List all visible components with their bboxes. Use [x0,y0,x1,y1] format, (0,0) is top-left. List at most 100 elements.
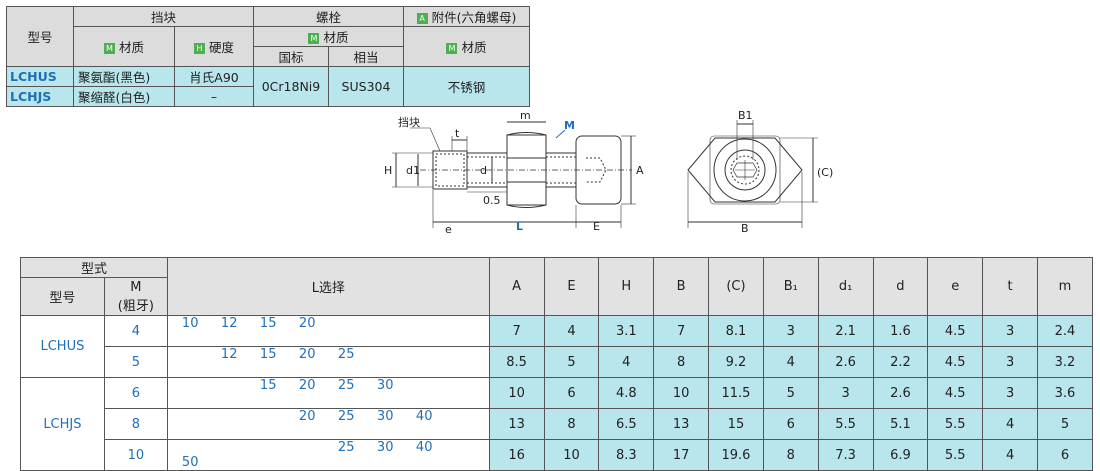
attachment-label: 附件(六角螺母) [431,10,517,25]
l-option: 30 [376,409,394,424]
half-label: 0.5 [483,194,501,207]
value-cell: 10 [543,439,600,471]
m-label: m [520,110,531,122]
tag-m-icon: M [446,43,458,54]
e-label: e [445,223,452,235]
bolt-equivalent-cell: SUS304 [328,66,404,107]
value-cell: 17 [653,439,710,471]
model-header: 型号 [6,6,74,67]
value-cell: 5 [762,377,819,409]
B1-label: B1 [738,110,753,122]
value-cell: 4.8 [598,377,655,409]
bolt-material-label: 材质 [323,30,349,45]
model-header: 型号 [20,277,105,316]
tag-m-icon: M [103,43,115,54]
col-header: d [872,257,929,316]
value-cell: 10 [488,377,545,409]
value-cell: 10 [653,377,710,409]
value-cell: 8 [543,408,600,440]
value-cell: 7 [488,315,545,347]
m-cell: 6 [103,377,168,409]
model-code: LCHUS [6,66,74,87]
A-label: A [636,164,644,177]
value-cell: 9.2 [708,346,764,378]
value-cell: 6 [1037,439,1093,471]
value-cell: 6.5 [598,408,655,440]
value-cell: 5.5 [927,408,984,440]
block-header: 挡块 [73,6,254,27]
equivalent-header: 相当 [328,46,404,67]
model-group-cell: LCHUS [20,315,105,378]
value-cell: 7.3 [817,439,874,471]
value-cell: 11.5 [708,377,764,409]
col-header: B [653,257,710,316]
l-option: 20 [298,409,316,424]
C-label: (C) [817,166,833,179]
model-code: LCHJS [6,86,74,107]
value-cell: 3.6 [1037,377,1093,409]
block-label: 挡块 [398,115,420,129]
value-cell: 8.1 [708,315,764,347]
value-cell: 3.2 [1037,346,1093,378]
L-label: L [516,220,523,233]
col-header: (C) [708,257,764,316]
value-cell: 8 [653,346,710,378]
l-option: 15 [259,316,277,331]
value-cell: 4.5 [927,315,984,347]
E-label: E [593,220,600,233]
l-option: 12 [220,316,238,331]
l-option: 20 [298,316,316,331]
value-cell: 2.4 [1037,315,1093,347]
bolt-national-cell: 0Cr18Ni9 [253,66,329,107]
l-option: 20 [298,378,316,393]
l-option: 12 [220,347,238,362]
value-cell: 5.5 [927,439,984,471]
l-option: 50 [181,455,199,470]
hardness-cell: 肖氏A90 [174,66,254,87]
tag-m-icon: M [308,33,320,44]
value-cell: 5.5 [817,408,874,440]
value-cell: 13 [653,408,710,440]
block-material-cell: 聚缩醛(白色) [73,86,175,107]
bolt-drawing: 挡块 t m M H d1 d A 0.5 e L E B1 (C) B [384,110,833,235]
value-cell: 4 [543,315,600,347]
t-label: t [455,127,460,140]
l-option: 40 [415,440,433,455]
value-cell: 2.6 [872,377,929,409]
m-cell: 4 [103,315,168,347]
block-material-cell: 聚氨酯(黑色) [73,66,175,87]
value-cell: 2.6 [817,346,874,378]
block-material-label: 材质 [118,40,144,55]
value-cell: 3.1 [598,315,655,347]
hardness-label: 硬度 [208,40,234,55]
l-option: 40 [415,409,433,424]
m-cell: 10 [103,439,168,471]
col-header: H [598,257,655,316]
value-cell: 3 [817,377,874,409]
value-cell: 4 [982,408,1038,440]
H-label: H [384,164,392,177]
value-cell: 4 [762,346,819,378]
l-option: 25 [337,378,355,393]
value-cell: 8 [762,439,819,471]
m-cell: 5 [103,346,168,378]
size-table: 型式 L选择 A E H B (C) B₁ d₁ d e t m 型号 M(粗牙… [20,257,1093,471]
col-header: m [1037,257,1093,316]
d-label: d [480,164,487,177]
value-cell: 8.5 [488,346,545,378]
tag-h-icon: H [193,43,205,54]
l-option: 25 [337,347,355,362]
d1-label: d1 [406,164,420,177]
bolt-header: 螺栓 [253,6,404,27]
